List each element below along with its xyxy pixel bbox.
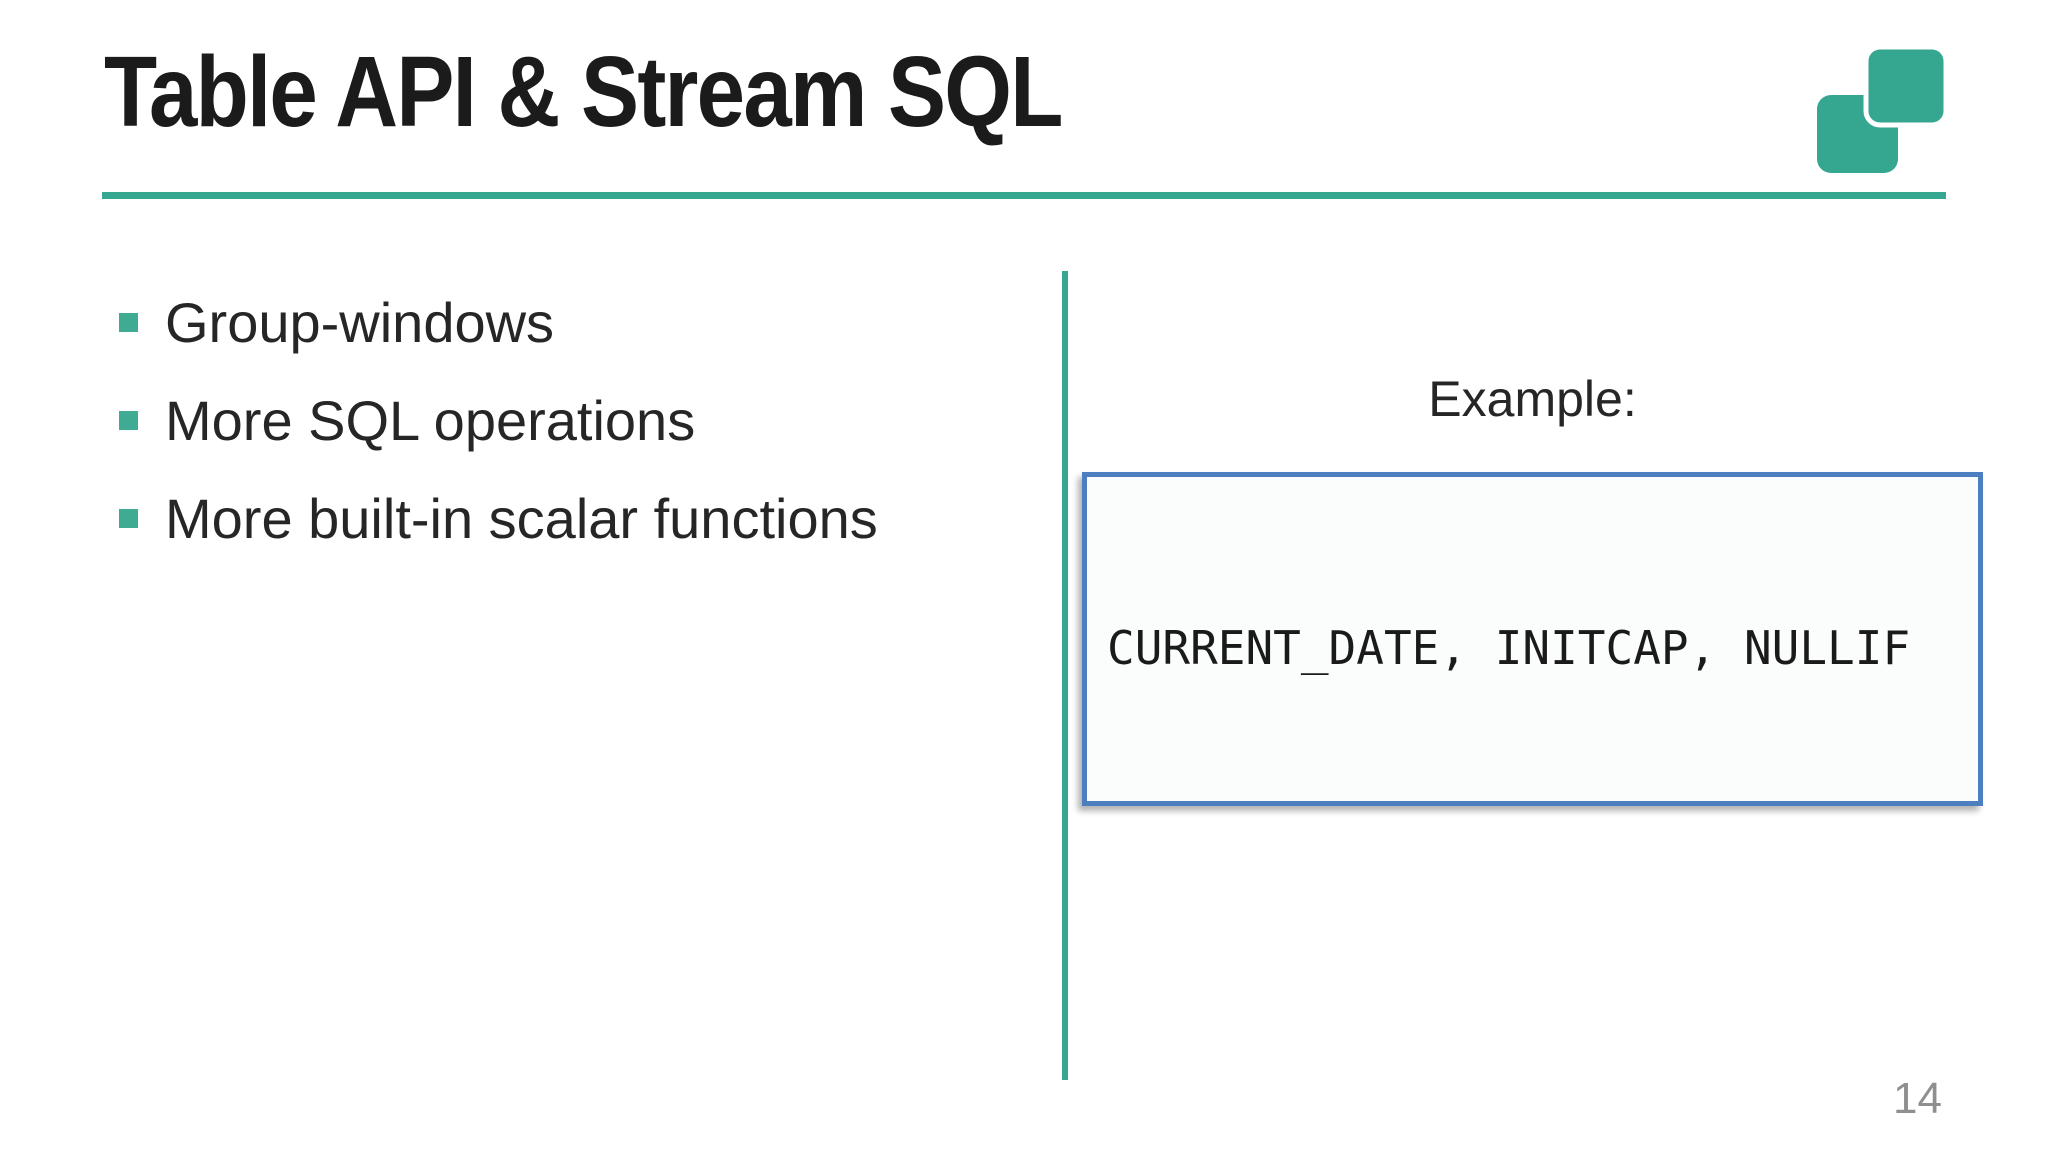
example-code: CURRENT_DATE, INITCAP, NULLIF	[1107, 621, 1911, 675]
bullet-label: Group-windows	[165, 290, 555, 354]
list-item: More built-in scalar functions	[119, 469, 878, 567]
page-title: Table API & Stream SQL	[104, 36, 1063, 148]
list-item: More SQL operations	[119, 371, 878, 469]
title-underline	[102, 192, 1946, 199]
example-box: CURRENT_DATE, INITCAP, NULLIF	[1082, 472, 1983, 806]
bullet-square-icon	[119, 508, 138, 528]
bullet-list: Group-windows More SQL operations More b…	[119, 273, 878, 567]
logo-square-large	[1863, 44, 1949, 128]
bullet-label: More SQL operations	[165, 388, 696, 452]
bullet-label: More built-in scalar functions	[165, 486, 878, 550]
example-heading: Example:	[1428, 371, 1637, 427]
bullet-square-icon	[119, 312, 138, 332]
vertical-divider	[1062, 271, 1068, 1080]
page-number: 14	[1893, 1074, 1942, 1123]
bullet-square-icon	[119, 410, 138, 430]
list-item: Group-windows	[119, 273, 878, 371]
overlapping-squares-icon	[1817, 44, 1949, 173]
